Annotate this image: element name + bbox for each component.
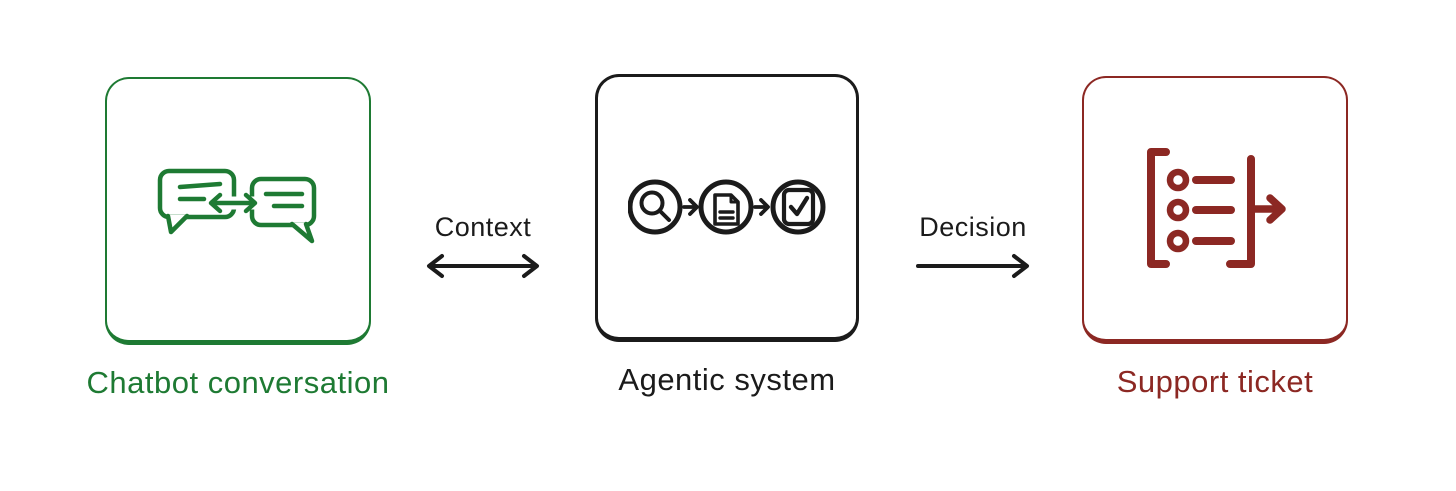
node-label-agentic: Agentic system <box>618 362 836 397</box>
node-agentic-system: Agentic system <box>595 74 1332 397</box>
workflow-search-document-check-icon <box>628 179 826 235</box>
ticket-list-arrow-icon <box>1147 148 1286 268</box>
connector-decision: Decision <box>913 212 1033 282</box>
connector-context: Context <box>423 212 543 282</box>
ticket-box <box>1082 76 1348 344</box>
agentic-box <box>595 74 1332 342</box>
chat-bubbles-icon <box>157 168 317 243</box>
right-arrow-icon <box>916 254 1029 278</box>
chatbot-box <box>105 77 371 345</box>
node-support-ticket: Support ticket <box>1082 76 1348 399</box>
search-step-circle <box>628 179 683 235</box>
node-chatbot-conversation: Chatbot conversation <box>87 77 389 400</box>
document-step-circle <box>698 179 754 235</box>
connector-label-context: Context <box>434 212 532 242</box>
node-label-ticket: Support ticket <box>1116 364 1314 399</box>
check-step-circle <box>770 179 826 235</box>
connector-label-decision: Decision <box>919 212 1027 242</box>
node-label-chatbot: Chatbot conversation <box>86 365 390 400</box>
double-arrow-icon <box>427 254 539 278</box>
